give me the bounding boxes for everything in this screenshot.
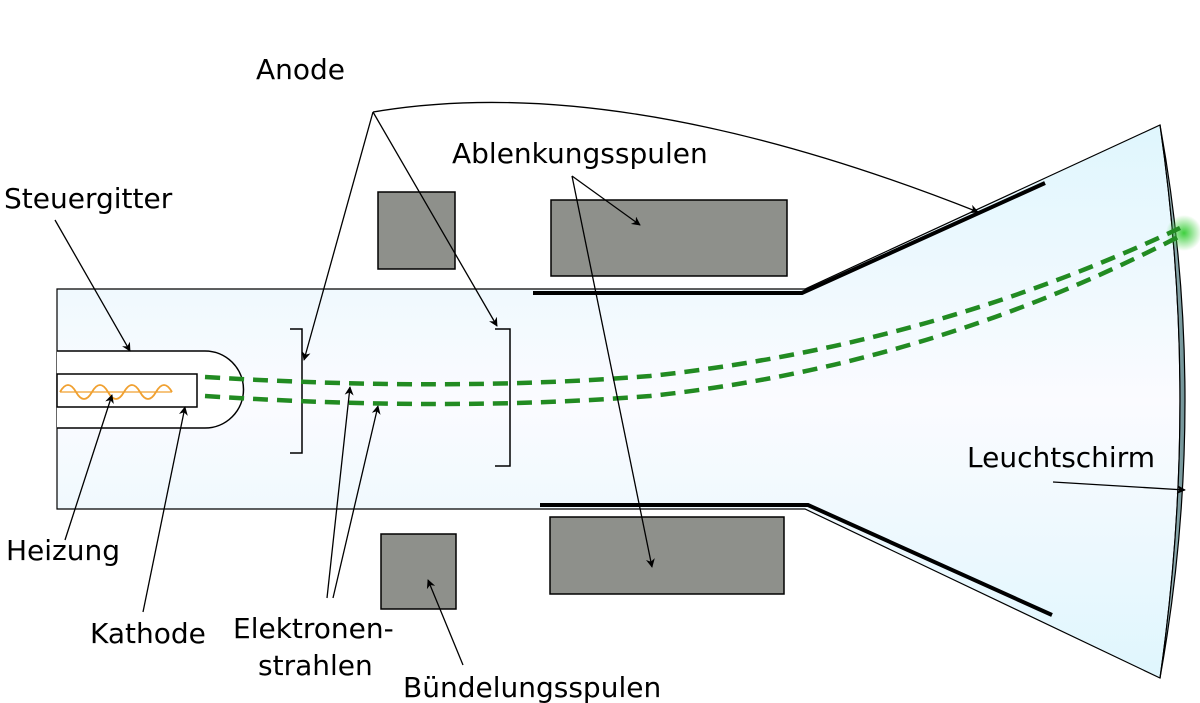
label-deflection-coils: Ablenkungsspulen <box>452 137 708 170</box>
anode-bracket-1 <box>290 328 303 454</box>
label-electron-beams-line1: Elektronen- <box>233 612 394 645</box>
deflection-coil-bottom <box>549 516 785 595</box>
deflection-coil-top <box>550 199 788 277</box>
anode-coating-top <box>533 181 1046 295</box>
anode-leader-curve <box>372 101 979 214</box>
label-cathode: Kathode <box>90 617 206 650</box>
anode-coating-bottom <box>540 503 1053 617</box>
deflection-leader-top <box>571 175 641 226</box>
deflection-leader-bottom <box>571 175 655 568</box>
label-electron-beams-line2: strahlen <box>258 649 373 682</box>
anode-bracket-2 <box>495 328 511 467</box>
anode-leader-right <box>372 111 498 327</box>
screen-glow-spot <box>1166 215 1200 251</box>
focusing-coil-top <box>377 191 456 270</box>
screen-leader <box>1052 481 1186 495</box>
label-screen: Leuchtschirm <box>967 441 1155 474</box>
grid-leader <box>54 219 131 352</box>
label-anode: Anode <box>256 53 345 86</box>
heater-leader <box>64 394 114 541</box>
beam-leader-2 <box>332 405 381 599</box>
beam-leader-1 <box>326 386 354 599</box>
electron-beam-2 <box>204 234 1182 407</box>
electron-beam-1 <box>204 225 1181 387</box>
anode-leader-left <box>301 111 374 361</box>
label-heater: Heizung <box>6 534 120 567</box>
cathode <box>56 373 198 408</box>
cathode-leader <box>142 406 188 613</box>
focusing-coil-bottom <box>380 533 457 610</box>
label-control-grid: Steuergitter <box>4 182 173 215</box>
heater-wire <box>59 384 173 400</box>
leader-lines <box>54 101 1186 666</box>
fluorescent-screen <box>1159 124 1186 679</box>
focusing-leader <box>426 579 464 666</box>
label-focusing-coils: Bündelungsspulen <box>403 671 661 703</box>
